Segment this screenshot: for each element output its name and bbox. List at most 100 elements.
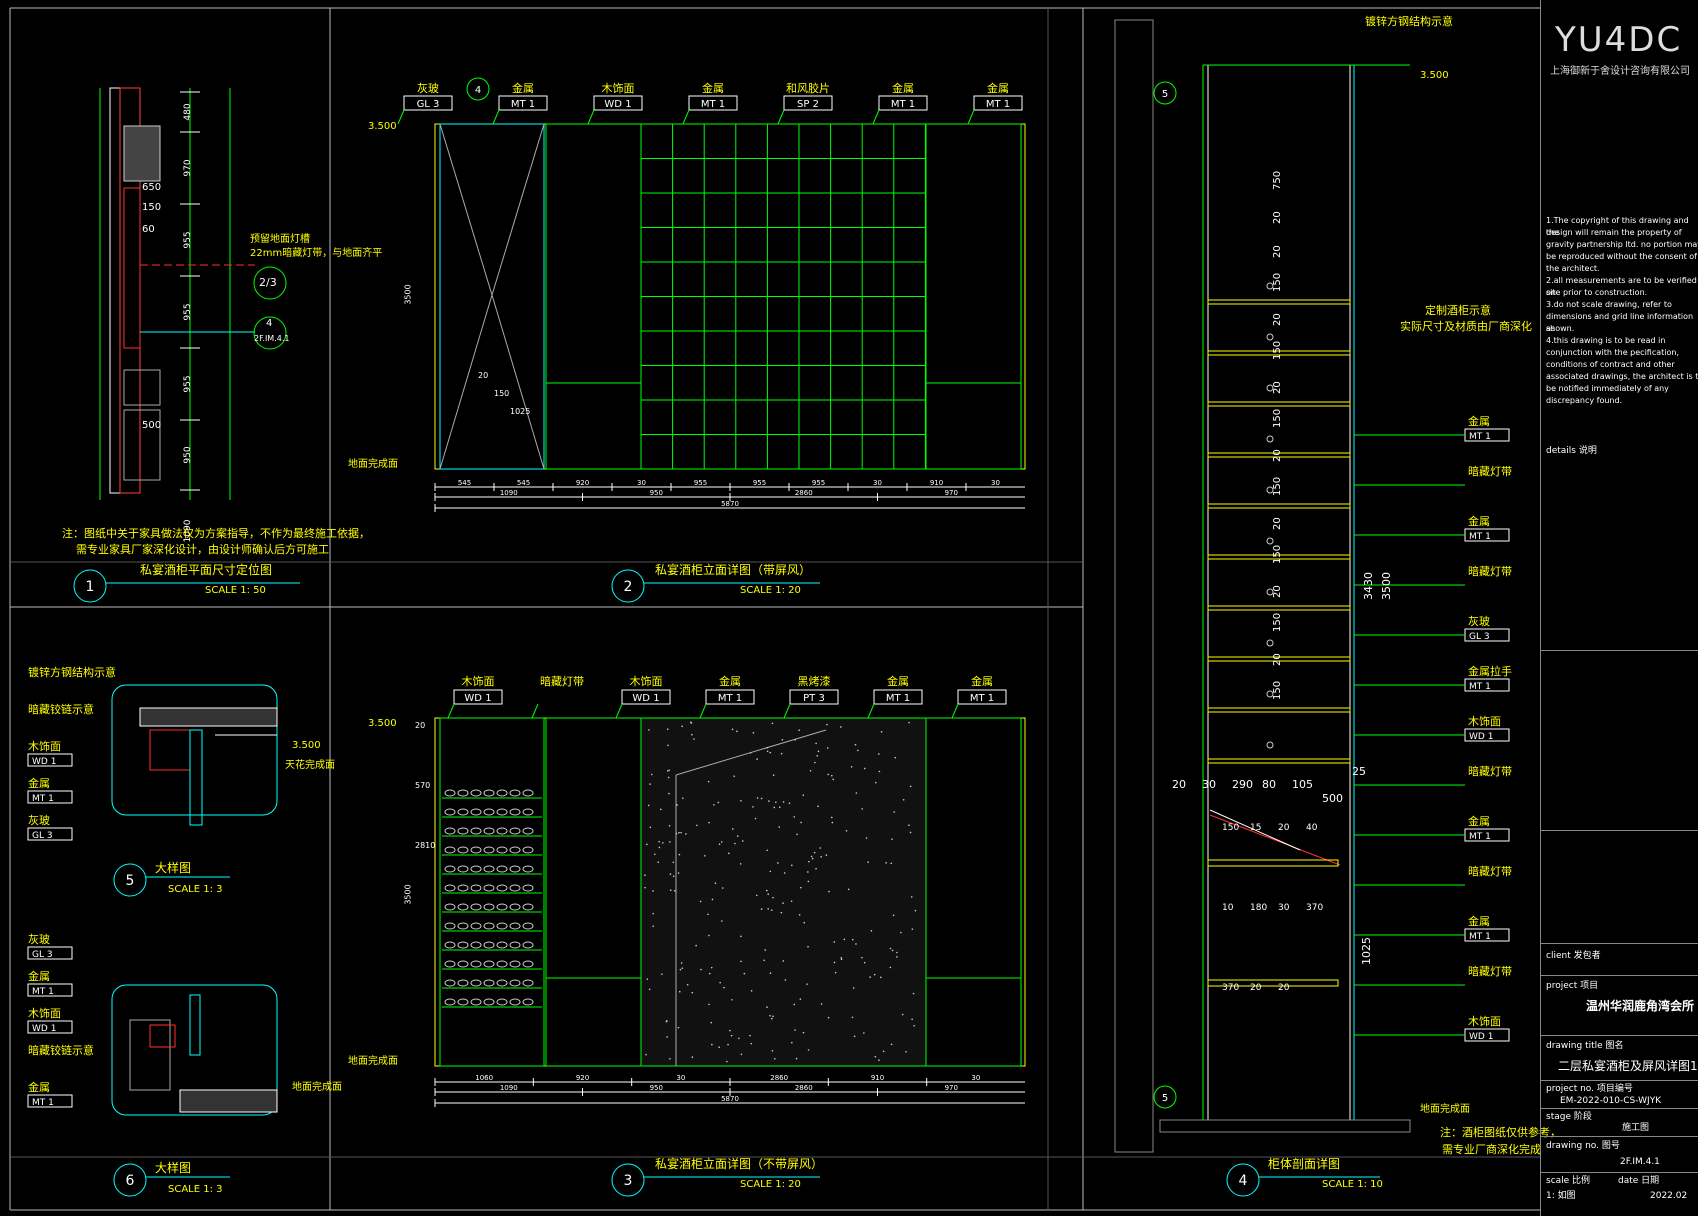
speckle bbox=[793, 816, 796, 818]
bottle bbox=[1266, 486, 1274, 494]
bottle bbox=[444, 903, 456, 911]
speckle bbox=[763, 959, 766, 962]
speckle bbox=[710, 1021, 713, 1024]
section-small-dim: 370 bbox=[1306, 903, 1323, 913]
d5-ceiling: 天花完成面 bbox=[285, 760, 335, 771]
view-number-bubble bbox=[113, 863, 147, 897]
speckle bbox=[802, 794, 805, 797]
speckle bbox=[749, 1034, 751, 1037]
dim-value: 5870 bbox=[721, 500, 739, 508]
view-number-bubble bbox=[1226, 1163, 1260, 1197]
speckle bbox=[850, 766, 853, 768]
speckle bbox=[648, 988, 651, 991]
speckle bbox=[780, 752, 783, 755]
bottle bbox=[470, 808, 482, 816]
bottle bbox=[444, 789, 456, 797]
bottle bbox=[483, 941, 495, 949]
section-hdim: 105 bbox=[1292, 778, 1313, 791]
tag-code: MT 1 bbox=[986, 99, 1010, 110]
bottle bbox=[1266, 384, 1274, 392]
speckle bbox=[677, 1026, 680, 1029]
view-scale: SCALE 1: 50 bbox=[205, 585, 266, 596]
dim-value: 970 bbox=[945, 1084, 958, 1092]
bottle bbox=[470, 922, 482, 930]
speckle bbox=[741, 840, 744, 842]
speckle bbox=[740, 960, 742, 963]
section-vdim: 150 bbox=[1272, 545, 1283, 564]
note-line: dimensions and grid line information as bbox=[1546, 312, 1694, 333]
speckle bbox=[647, 804, 650, 807]
elevation-3-material-tags: 木饰面WD 1暗藏灯带木饰面WD 1金属MT 1黑烤漆PT 3金属MT 1金属M… bbox=[447, 674, 1007, 719]
bottle bbox=[483, 808, 495, 816]
dim-value: 545 bbox=[517, 479, 530, 487]
section-bubble bbox=[1153, 1085, 1177, 1109]
black-lacquer-panel bbox=[644, 721, 917, 1063]
speckle bbox=[874, 1055, 877, 1058]
bottle bbox=[509, 979, 521, 987]
detail-tag-code: MT 1 bbox=[32, 1098, 54, 1108]
speckle bbox=[754, 817, 757, 820]
bottle bbox=[483, 960, 495, 968]
speckle bbox=[649, 826, 652, 829]
detail-tag-box bbox=[27, 983, 73, 997]
tag-name: 木饰面 bbox=[602, 81, 635, 95]
speckle bbox=[878, 1059, 880, 1062]
bottle bbox=[1266, 435, 1274, 443]
speckle bbox=[681, 725, 683, 728]
tag-leader bbox=[867, 703, 875, 719]
section-tag: 暗藏灯带 bbox=[1354, 764, 1512, 786]
bottle bbox=[444, 998, 456, 1006]
view-title-text: 私宴酒柜平面尺寸定位图 bbox=[140, 562, 272, 577]
speckle bbox=[644, 886, 646, 889]
tag-code: WD 1 bbox=[464, 693, 491, 704]
speckle bbox=[851, 938, 854, 941]
dim-value: 920 bbox=[576, 479, 589, 487]
speckle bbox=[892, 914, 895, 917]
screen-lattice bbox=[640, 123, 926, 470]
detail-tag: 暗藏铰链示意 bbox=[28, 702, 94, 716]
speckle bbox=[802, 1031, 805, 1034]
speckle bbox=[795, 1057, 798, 1060]
view-number: 3 bbox=[624, 1173, 633, 1189]
section-hdim: 80 bbox=[1262, 778, 1276, 791]
sec4-note2: 需专业厂商深化完成 bbox=[1442, 1143, 1541, 1156]
client-label: client 发包者 bbox=[1546, 951, 1601, 961]
speckle bbox=[771, 1050, 774, 1052]
tag-code: GL 3 bbox=[417, 99, 440, 110]
speckle bbox=[721, 920, 723, 922]
bottle bbox=[496, 979, 508, 987]
speckle bbox=[678, 853, 681, 856]
tag-name: 木饰面 bbox=[630, 674, 663, 688]
drawing-title: 二层私宴酒柜及屏风详图1 bbox=[1558, 1059, 1698, 1073]
section-vdim: 150 bbox=[1272, 681, 1283, 700]
speckle bbox=[806, 983, 808, 985]
speckle bbox=[749, 751, 752, 754]
section-tag-name: 灰玻 bbox=[1468, 614, 1490, 628]
tag-box bbox=[453, 689, 503, 705]
section-hdim: 25 bbox=[1352, 765, 1366, 778]
section-vdim: 20 bbox=[1272, 381, 1283, 394]
speckle bbox=[875, 781, 877, 784]
tag-name: 和风胶片 bbox=[786, 81, 830, 95]
tag-leader bbox=[492, 109, 500, 125]
speckle bbox=[894, 756, 897, 759]
speckle bbox=[803, 921, 806, 924]
speckle bbox=[845, 829, 848, 832]
bottle bbox=[470, 941, 482, 949]
speckle bbox=[750, 990, 753, 992]
speckle bbox=[882, 1050, 885, 1053]
bottle bbox=[1266, 690, 1274, 698]
project-no-label: project no. 项目编号 bbox=[1546, 1084, 1633, 1094]
speckle bbox=[667, 744, 669, 747]
speckle bbox=[695, 944, 697, 947]
speckle bbox=[726, 1060, 728, 1063]
shelf bbox=[1207, 299, 1351, 305]
bottle bbox=[509, 884, 521, 892]
shelf bbox=[1207, 758, 1351, 764]
speckle bbox=[831, 821, 834, 824]
dim-value: 910 bbox=[930, 479, 943, 487]
speckle bbox=[708, 821, 710, 824]
